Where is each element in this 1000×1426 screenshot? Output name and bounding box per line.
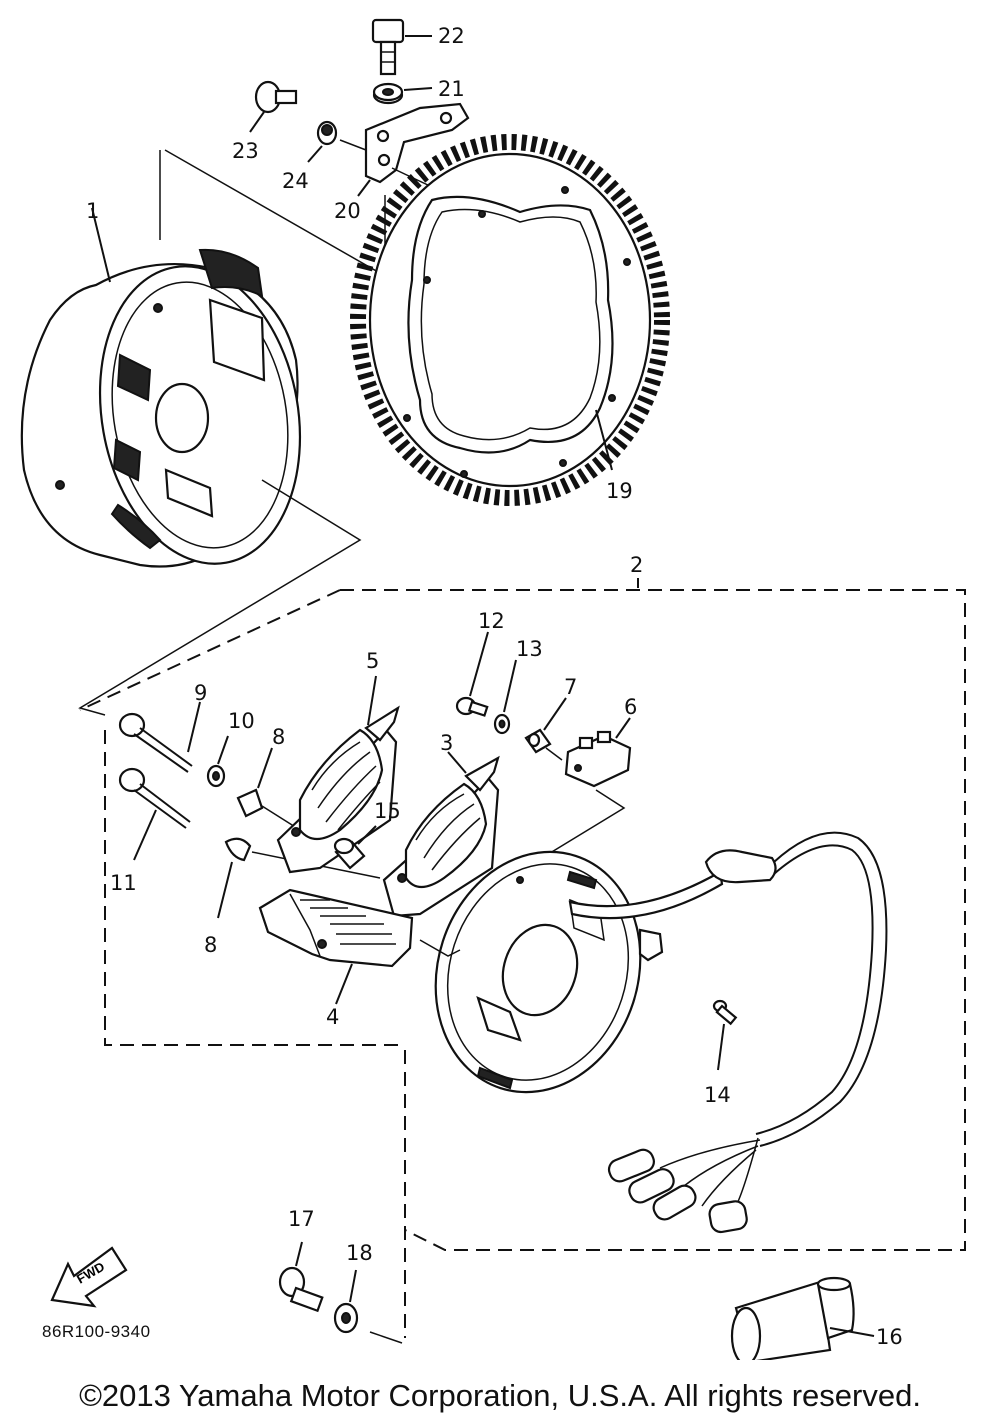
callout-18: 18	[346, 1241, 373, 1265]
callout-11: 11	[110, 871, 137, 895]
part-8-clip-upper[interactable]	[236, 788, 264, 818]
part-12-screw[interactable]	[455, 696, 489, 717]
callout-17: 17	[288, 1207, 315, 1231]
part-19-ring-gear[interactable]	[350, 134, 670, 506]
callout-2: 2	[630, 553, 643, 577]
callout-20: 20	[334, 199, 361, 223]
callout-9: 9	[194, 681, 207, 705]
callout-5: 5	[366, 649, 379, 673]
part-16-connector-cap[interactable]	[730, 1276, 855, 1360]
callout-7: 7	[564, 675, 577, 699]
callout-10: 10	[228, 709, 255, 733]
part-4-pulser-coil[interactable]	[258, 888, 414, 968]
callout-23: 23	[232, 139, 259, 163]
part-20-bracket[interactable]	[364, 102, 470, 184]
part-5-charge-coil[interactable]	[276, 705, 400, 874]
callout-8b: 8	[204, 933, 217, 957]
callout-13: 13	[516, 637, 543, 661]
part-23-bolt[interactable]	[254, 80, 298, 114]
part-24-collar[interactable]	[316, 120, 338, 146]
part-15-collar[interactable]	[333, 837, 366, 870]
callout-14: 14	[704, 1083, 731, 1107]
callout-8a: 8	[272, 725, 285, 749]
part-1-flywheel-rotor[interactable]	[20, 248, 323, 580]
assembly-2-stator-boundary	[79, 589, 966, 1344]
callout-6: 6	[624, 695, 637, 719]
connector-plugs[interactable]	[606, 1147, 748, 1234]
part-11-screw[interactable]	[118, 767, 191, 829]
callout-4: 4	[326, 1005, 339, 1029]
part-17-bolt[interactable]	[278, 1266, 324, 1313]
callout-12: 12	[478, 609, 505, 633]
callout-16: 16	[876, 1325, 903, 1349]
part-7-clip[interactable]	[524, 728, 552, 754]
part-22-bolt[interactable]	[371, 18, 405, 76]
part-10-washer[interactable]	[206, 764, 226, 788]
callout-24: 24	[282, 169, 309, 193]
drawing-code: 86R100-9340	[42, 1322, 151, 1341]
fwd-arrow: FWD	[50, 1246, 128, 1308]
part-8-clip-lower[interactable]	[224, 837, 252, 862]
part-21-washer[interactable]	[372, 82, 404, 105]
callout-19: 19	[606, 479, 633, 503]
part-6-terminal-block[interactable]	[564, 730, 632, 788]
callout-3: 3	[440, 731, 453, 755]
callout-21: 21	[438, 77, 465, 101]
part-3-charge-coil[interactable]	[382, 755, 500, 918]
callout-15: 15	[374, 799, 401, 823]
part-14-screw[interactable]	[712, 999, 738, 1026]
wire-harness[interactable]	[568, 831, 888, 1207]
part-13-washer[interactable]	[493, 713, 511, 735]
callout-22: 22	[438, 24, 465, 48]
part-18-washer[interactable]	[333, 1302, 359, 1334]
exploded-parts-diagram: 22 21 23 24 20	[20, 18, 966, 1360]
copyright-notice: ©2013 Yamaha Motor Corporation, U.S.A. A…	[79, 1378, 921, 1413]
part-9-screw[interactable]	[118, 712, 193, 773]
callout-1: 1	[86, 199, 99, 223]
